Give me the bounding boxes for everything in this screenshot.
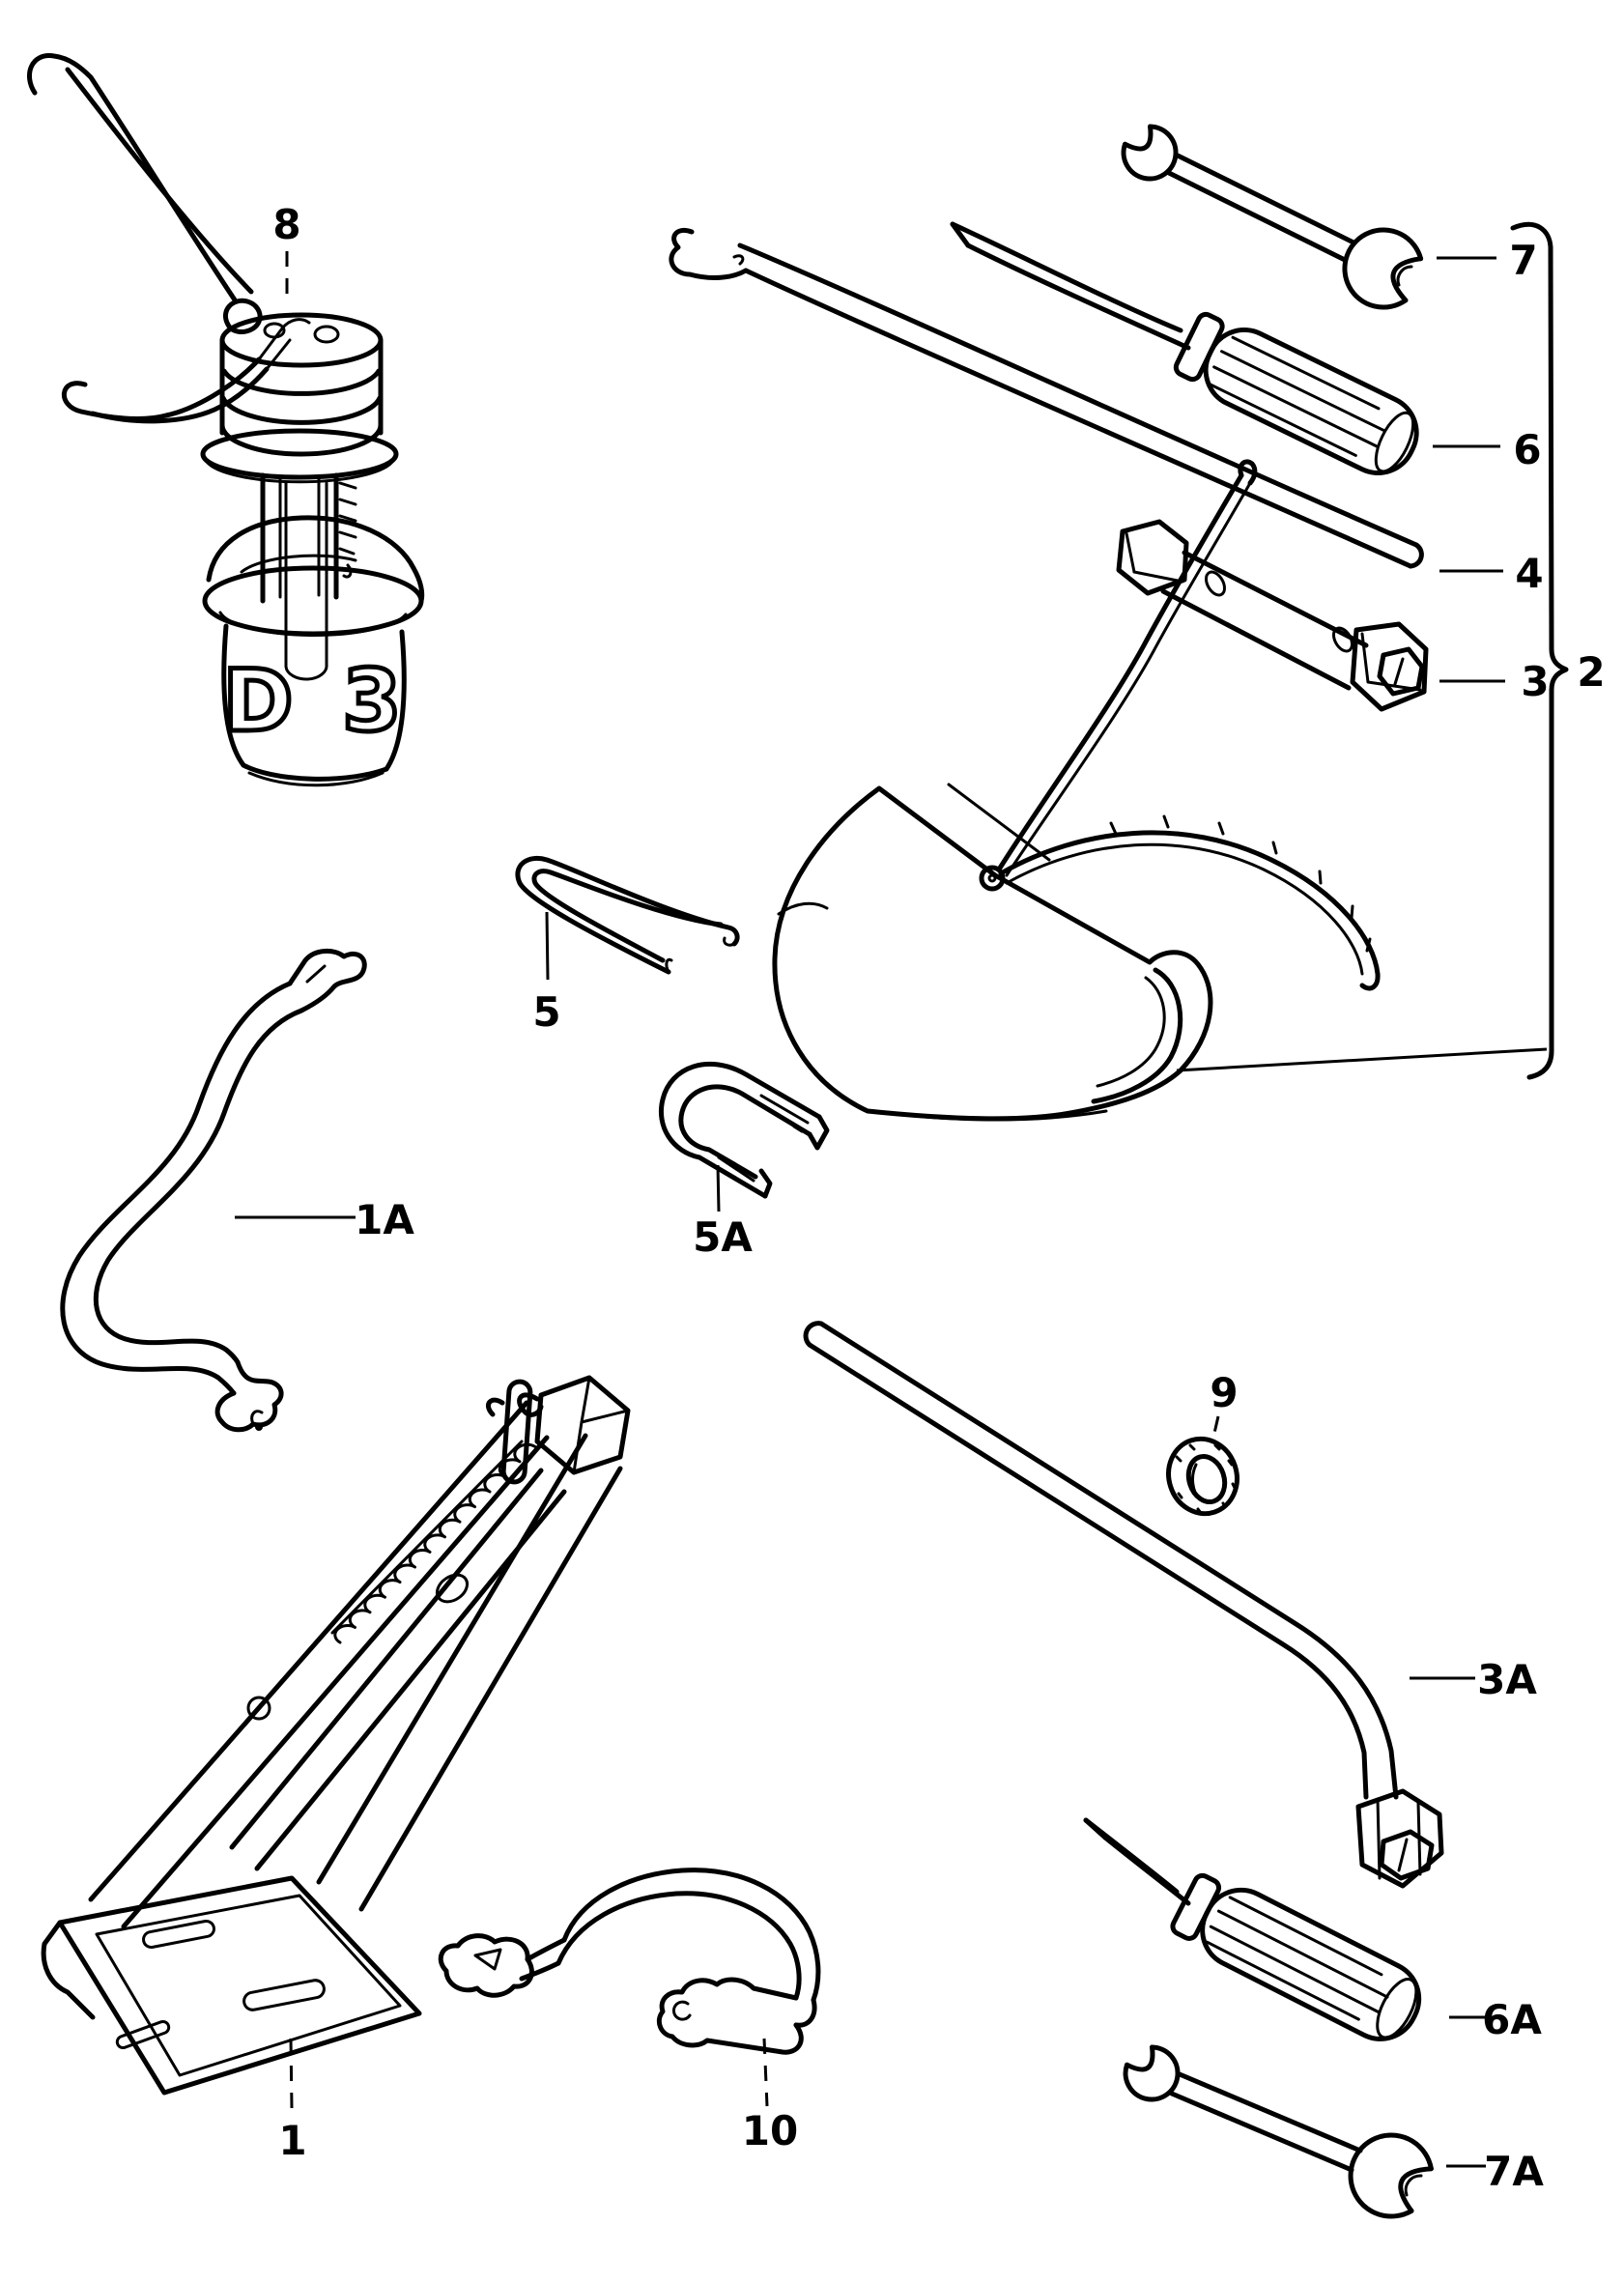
open-end-wrench-7a [1123,2044,1434,2219]
part-label-4: 4 [1515,550,1543,597]
clip-5a [659,1061,830,1199]
clip-5 [515,856,740,975]
leader-1 [289,2038,294,2109]
leader-5A [716,1164,721,1212]
part-label-2: 2 [1577,648,1605,696]
part-label-10: 10 [742,2107,798,2154]
screwdriver-6 [950,221,1419,476]
brace-bracket-2 [1510,221,1569,1080]
part-label-1A: 1A [355,1196,414,1243]
part-label-3A: 3A [1477,1656,1537,1703]
part-label-3: 3 [1521,658,1549,705]
part-label-9: 9 [1210,1369,1238,1416]
screwdriver-6a [1083,1817,1422,2041]
oil-can: D 3 [27,53,425,787]
part-label-7: 7 [1509,237,1537,284]
scissor-jack-1 [41,1375,631,2096]
part-label-6: 6 [1513,426,1541,473]
leader-9 [1211,1415,1220,1442]
part-label-5: 5 [532,988,560,1036]
leader-bag-to-bracket [1176,1047,1548,1072]
tool-bag-2 [772,459,1381,1122]
part-label-6A: 6A [1482,1996,1542,2043]
part-label-8: 8 [272,201,300,248]
strap-1a [60,949,367,1433]
oil-can-marking: D 3 [223,651,412,751]
part-label-7A: 7A [1484,2148,1544,2195]
leader-10 [762,2038,769,2107]
box-wrench-3 [1116,519,1429,712]
pry-bar-4 [669,228,1424,569]
ring-9 [1166,1436,1239,1517]
lug-wrench-3a [803,1321,1444,1889]
leader-lines [235,251,1548,2168]
hook-10 [438,1868,821,2055]
leader-5 [545,911,550,981]
open-end-wrench-7 [1121,124,1424,310]
part-label-1: 1 [278,2117,306,2164]
part-label-5A: 5A [693,1213,753,1261]
